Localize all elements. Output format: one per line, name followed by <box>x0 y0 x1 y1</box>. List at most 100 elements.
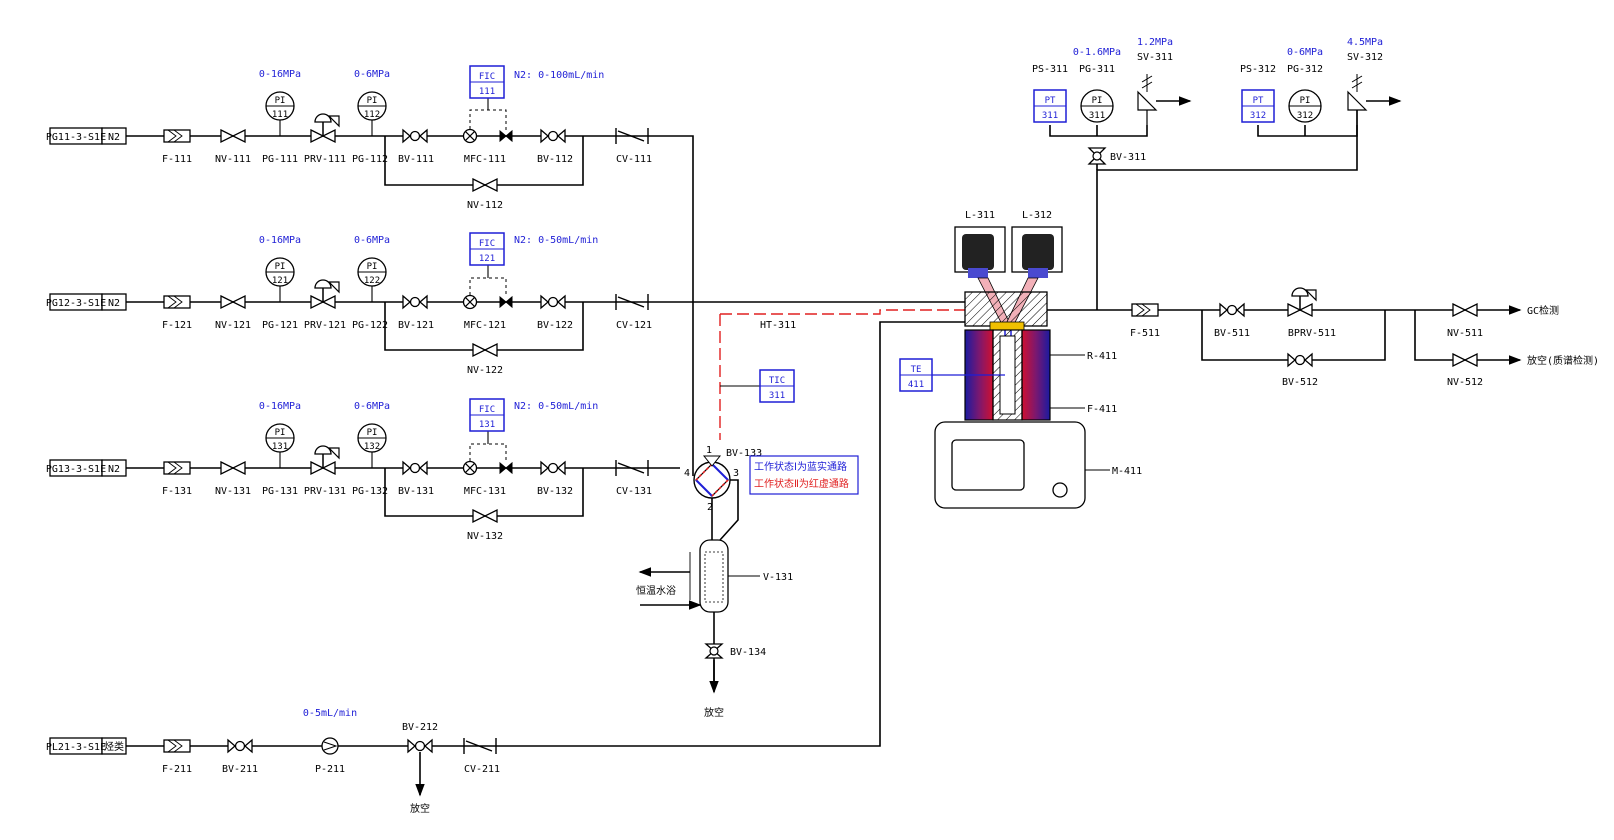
svg-text:312: 312 <box>1250 111 1266 121</box>
svg-text:311: 311 <box>1042 111 1058 121</box>
svg-text:N2: N2 <box>108 464 120 475</box>
svg-text:PI: PI <box>367 428 378 438</box>
svg-text:N2: 0-50mL/min: N2: 0-50mL/min <box>514 235 598 246</box>
svg-text:BV-134: BV-134 <box>730 647 766 658</box>
svg-text:PG-132: PG-132 <box>352 486 388 497</box>
svg-text:121: 121 <box>272 276 288 286</box>
source-code: PG11-3-S1E <box>46 132 106 143</box>
svg-text:GC检测: GC检测 <box>1527 304 1559 317</box>
svg-text:F-131: F-131 <box>162 486 192 497</box>
svg-text:放空(质谱检测): 放空(质谱检测) <box>1527 354 1599 367</box>
svg-text:MFC-121: MFC-121 <box>464 320 506 331</box>
svg-text:PT: PT <box>1045 96 1056 106</box>
svg-text:122: 122 <box>364 276 380 286</box>
svg-text:0-6MPa: 0-6MPa <box>1287 47 1323 58</box>
svg-text:PS-311: PS-311 <box>1032 64 1068 75</box>
svg-text:MFC-111: MFC-111 <box>464 154 506 165</box>
svg-text:PI: PI <box>275 96 286 106</box>
svg-text:PI: PI <box>275 428 286 438</box>
svg-text:PRV-111: PRV-111 <box>304 154 346 165</box>
svg-text:PI: PI <box>367 262 378 272</box>
svg-text:PI: PI <box>367 96 378 106</box>
svg-text:PL21-3-S1E: PL21-3-S1E <box>46 742 106 753</box>
svg-text:PG12-3-S1E: PG12-3-S1E <box>46 298 106 309</box>
svg-text:BV-111: BV-111 <box>398 154 434 165</box>
svg-text:BV-132: BV-132 <box>537 486 573 497</box>
svg-text:PRV-121: PRV-121 <box>304 320 346 331</box>
svg-text:L-311: L-311 <box>965 210 995 221</box>
svg-text:BV-112: BV-112 <box>537 154 573 165</box>
svg-text:0-6MPa: 0-6MPa <box>354 235 390 246</box>
svg-text:311: 311 <box>769 391 785 401</box>
svg-text:0-5mL/min: 0-5mL/min <box>303 708 357 719</box>
svg-text:NV-112: NV-112 <box>467 200 503 211</box>
pressure-group-2: PT 312 PI 312 PS-312 PG-312 0-6MPa SV-31… <box>1240 37 1402 137</box>
svg-text:CV-211: CV-211 <box>464 764 500 775</box>
svg-text:TE: TE <box>911 365 922 375</box>
svg-text:1: 1 <box>706 445 712 456</box>
lamp-head-1 <box>962 234 994 278</box>
svg-text:V-131: V-131 <box>763 572 793 583</box>
svg-text:F-411: F-411 <box>1087 404 1117 415</box>
svg-text:0-6MPa: 0-6MPa <box>354 69 390 80</box>
liquid-line: PL21-3-S1E 烃类 0-5mL/min 放空 F-211 BV-211 … <box>46 321 965 815</box>
svg-text:0-16MPa: 0-16MPa <box>259 235 301 246</box>
saturator: 恒温水浴 V-131 BV-134 放空 <box>636 539 793 719</box>
svg-text:PRV-131: PRV-131 <box>304 486 346 497</box>
svg-text:BV-211: BV-211 <box>222 764 258 775</box>
svg-text:PG-112: PG-112 <box>352 154 388 165</box>
svg-text:NV-122: NV-122 <box>467 365 503 376</box>
svg-text:121: 121 <box>479 254 495 264</box>
svg-text:0-16MPa: 0-16MPa <box>259 69 301 80</box>
svg-text:111: 111 <box>479 87 495 97</box>
svg-text:311: 311 <box>1089 111 1105 121</box>
svg-text:PG-111: PG-111 <box>262 154 298 165</box>
svg-text:SV-311: SV-311 <box>1137 52 1173 63</box>
svg-text:3: 3 <box>733 468 739 479</box>
svg-text:111: 111 <box>272 110 288 120</box>
source-gas: N2 <box>108 132 120 143</box>
reactor: L-311 L-312 R-411 F-411 TE 411 M-411 <box>899 210 1142 509</box>
svg-text:BV-133: BV-133 <box>726 448 762 459</box>
svg-text:放空: 放空 <box>410 802 430 815</box>
svg-text:烃类: 烃类 <box>104 740 124 753</box>
svg-text:PI: PI <box>275 262 286 272</box>
svg-text:PG-311: PG-311 <box>1079 64 1115 75</box>
svg-text:4: 4 <box>684 468 690 479</box>
outlet-line: GC检测 放空(质谱检测) F-511 BV-511 BPRV-511 BV-5… <box>1047 110 1599 388</box>
svg-text:BV-511: BV-511 <box>1214 328 1250 339</box>
pressure-group-1: BV-311 PT 311 PI 311 PS-311 PG-311 0-1.6… <box>1032 37 1192 170</box>
svg-text:L-312: L-312 <box>1022 210 1052 221</box>
svg-text:PT: PT <box>1253 96 1264 106</box>
svg-text:0-1.6MPa: 0-1.6MPa <box>1073 47 1121 58</box>
svg-text:BPRV-511: BPRV-511 <box>1288 328 1336 339</box>
pump-icon <box>321 737 339 755</box>
svg-text:112: 112 <box>364 110 380 120</box>
svg-text:CV-111: CV-111 <box>616 154 652 165</box>
svg-text:BV-512: BV-512 <box>1282 377 1318 388</box>
svg-text:BV-311: BV-311 <box>1110 152 1146 163</box>
svg-text:131: 131 <box>479 420 495 430</box>
svg-text:312: 312 <box>1297 111 1313 121</box>
svg-text:N2: N2 <box>108 298 120 309</box>
svg-text:NV-111: NV-111 <box>215 154 251 165</box>
svg-text:PG-121: PG-121 <box>262 320 298 331</box>
svg-text:工作状态Ⅱ为红虚通路: 工作状态Ⅱ为红虚通路 <box>754 477 849 490</box>
svg-text:FIC: FIC <box>479 405 495 415</box>
svg-text:M-411: M-411 <box>1112 466 1142 477</box>
svg-text:TIC: TIC <box>769 376 785 386</box>
gas-line-1: PG11-3-S1E N2 PI 111 0-16MPa PI 112 0-6M… <box>46 65 694 460</box>
switch-valve: 1 2 3 4 BV-133 工作状态Ⅰ为蓝实通路 工作状态Ⅱ为红虚通路 <box>684 445 859 550</box>
svg-text:P-211: P-211 <box>315 764 345 775</box>
svg-text:NV-121: NV-121 <box>215 320 251 331</box>
svg-text:PS-312: PS-312 <box>1240 64 1276 75</box>
svg-text:放空: 放空 <box>704 706 724 719</box>
svg-text:HT-311: HT-311 <box>760 320 796 331</box>
gas-line-2: PG12-3-S1E N2 PI 121 0-16MPa PI 122 0-6M… <box>46 232 965 376</box>
svg-text:NV-132: NV-132 <box>467 531 503 542</box>
svg-text:MFC-131: MFC-131 <box>464 486 506 497</box>
svg-text:PI: PI <box>1300 96 1311 106</box>
svg-text:NV-512: NV-512 <box>1447 377 1483 388</box>
svg-text:FIC: FIC <box>479 72 495 82</box>
gas-line-3: PG13-3-S1E N2 PI 131 0-16MPa PI 132 0-6M… <box>46 398 680 542</box>
